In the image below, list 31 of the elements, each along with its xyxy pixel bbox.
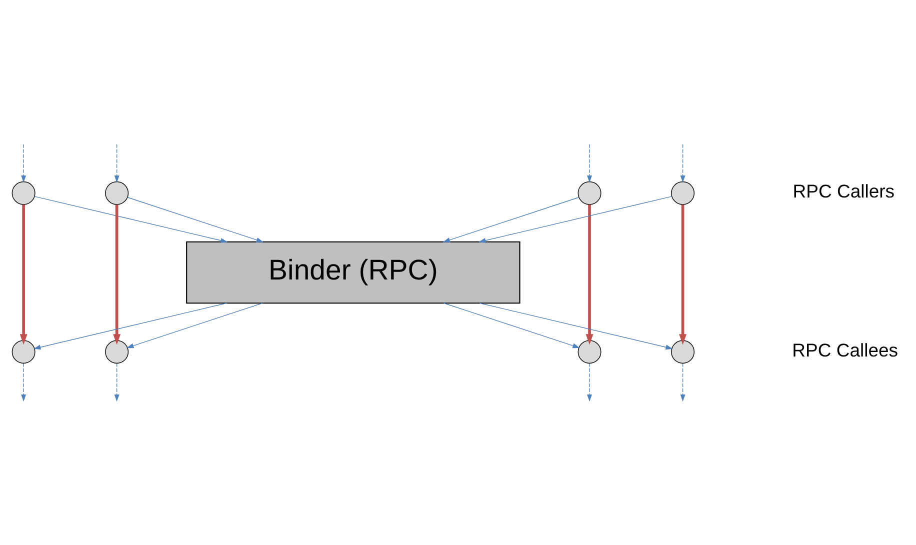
arrow <box>679 204 687 345</box>
arrow <box>478 196 672 243</box>
arrow <box>21 363 26 402</box>
arrow <box>680 144 686 183</box>
node-circle <box>578 181 602 205</box>
arrow <box>586 204 594 345</box>
node-circle <box>12 181 36 205</box>
node-box: Binder (RPC) <box>186 241 520 304</box>
arrow <box>444 302 580 348</box>
node-circle <box>671 340 695 364</box>
node-circle <box>105 181 129 205</box>
arrow <box>442 197 580 242</box>
node-circle <box>671 181 695 205</box>
arrow <box>126 302 263 348</box>
node-circle <box>12 340 36 364</box>
arrow <box>587 363 592 402</box>
arrow <box>114 144 120 183</box>
arrow <box>34 196 228 243</box>
arrow <box>127 197 264 242</box>
label: RPC Callers <box>792 180 895 202</box>
arrow <box>680 363 686 402</box>
arrow <box>479 302 673 350</box>
node-circle <box>578 340 602 364</box>
arrow <box>114 363 120 402</box>
arrow <box>34 302 228 350</box>
arrow <box>587 144 592 183</box>
label: RPC Callees <box>792 339 898 360</box>
node-circle <box>105 340 129 364</box>
arrow <box>20 204 28 345</box>
arrow <box>21 144 26 183</box>
arrow <box>113 204 121 345</box>
